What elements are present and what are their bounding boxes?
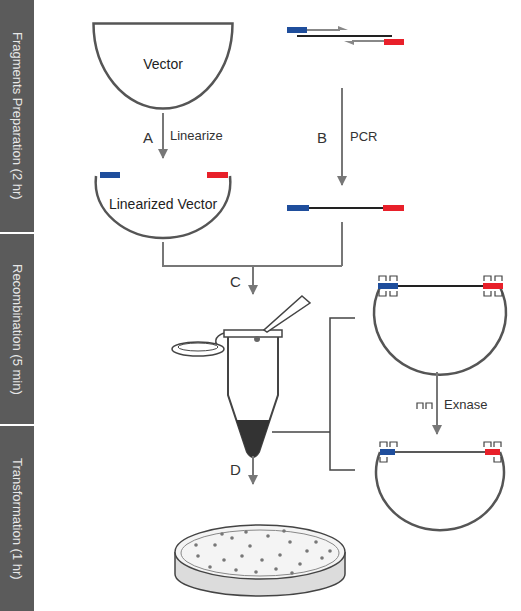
primer-head bbox=[344, 41, 354, 45]
vector-end bbox=[100, 172, 120, 178]
pipette-tip bbox=[264, 296, 310, 332]
product-end bbox=[287, 205, 309, 211]
exnase-symbol bbox=[379, 276, 502, 296]
product-end bbox=[383, 205, 404, 211]
petri-dish bbox=[175, 525, 345, 579]
plasmid-circle bbox=[376, 452, 504, 530]
phase-title: Fragments Preparation (2 hr) bbox=[10, 32, 25, 200]
primer-head bbox=[338, 26, 348, 30]
step-arrow bbox=[252, 456, 254, 484]
step-arrow bbox=[436, 372, 438, 434]
tube-lid bbox=[172, 342, 224, 356]
template-line bbox=[297, 35, 392, 37]
vector-shape: Vector bbox=[92, 22, 234, 110]
phase-band: Transformation (1 hr) bbox=[0, 426, 34, 611]
merge-line bbox=[341, 222, 343, 266]
edge-label: Linearize bbox=[170, 128, 223, 143]
primer-strand bbox=[352, 40, 384, 42]
phase-title: Transformation (1 hr) bbox=[10, 458, 25, 580]
plasmid-circle bbox=[374, 287, 506, 375]
vector-end bbox=[207, 172, 228, 178]
phase-band: Fragments Preparation (2 hr) bbox=[0, 0, 34, 232]
exnase-symbol bbox=[417, 403, 432, 409]
colonies bbox=[194, 529, 332, 575]
step-arrow bbox=[162, 113, 164, 158]
step-letter: D bbox=[230, 461, 241, 478]
step-arrow bbox=[252, 266, 254, 294]
step-label: Exnase bbox=[444, 397, 487, 412]
bracket-line bbox=[272, 431, 330, 433]
phase-title: Recombination (5 min) bbox=[10, 264, 25, 395]
product-line bbox=[309, 207, 383, 209]
droplet bbox=[254, 336, 260, 342]
primer-strand bbox=[307, 29, 340, 31]
node-text: Linearized Vector bbox=[92, 196, 234, 212]
primer-overhang bbox=[384, 39, 404, 45]
primer-overhang bbox=[287, 27, 307, 33]
node-text: Vector bbox=[92, 56, 234, 72]
tube-lid bbox=[178, 343, 218, 351]
insert-line bbox=[395, 451, 485, 453]
merge-line bbox=[163, 242, 342, 266]
step-letter: B bbox=[317, 129, 327, 146]
homology-arm bbox=[483, 283, 503, 289]
insert-line bbox=[398, 285, 483, 287]
petri-dish bbox=[181, 530, 339, 576]
tube-liquid bbox=[236, 420, 270, 457]
linearized-vector-shape: Linearized Vector bbox=[92, 158, 234, 240]
exnase-symbol bbox=[380, 442, 501, 462]
tube-body bbox=[228, 336, 278, 457]
step-letter: A bbox=[143, 129, 153, 146]
phase-band: Recombination (5 min) bbox=[0, 234, 34, 424]
homology-arm bbox=[378, 283, 398, 289]
step-label: PCR bbox=[350, 129, 377, 144]
bracket-line bbox=[330, 318, 355, 470]
step-letter: C bbox=[230, 273, 241, 290]
homology-arm bbox=[485, 449, 500, 455]
step-arrow bbox=[341, 88, 343, 185]
tube-rim bbox=[224, 330, 282, 337]
homology-arm bbox=[380, 449, 395, 455]
